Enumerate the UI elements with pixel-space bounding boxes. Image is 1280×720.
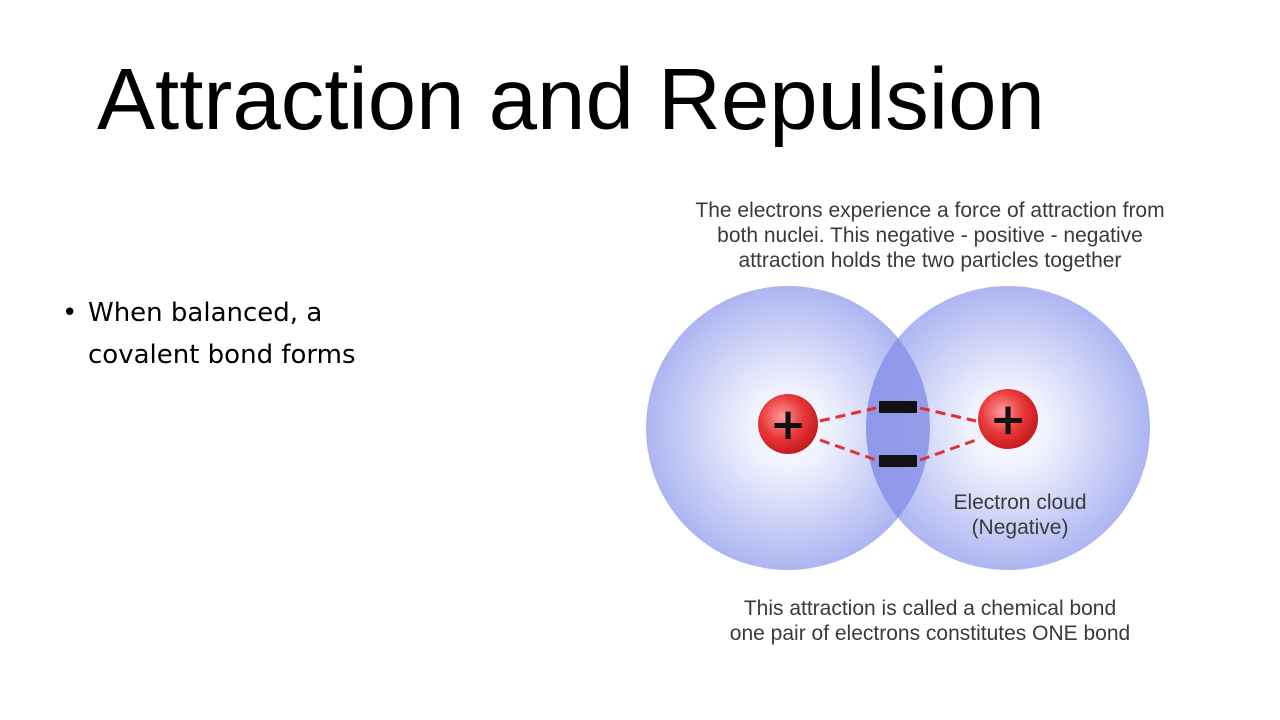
covalent-bond-diagram: + + The electrons experience a force of … (630, 190, 1230, 660)
attraction-line (919, 406, 977, 423)
bullet-list: • When balanced, a covalent bond forms (62, 292, 422, 376)
caption-top-line: The electrons experience a force of attr… (695, 199, 1165, 222)
caption-top-line: attraction holds the two particles toget… (738, 249, 1122, 272)
bond-illustration: + + (646, 286, 1150, 570)
cloud-label-line: (Negative) (971, 516, 1069, 539)
attraction-lines (819, 406, 977, 462)
attraction-line (819, 406, 877, 423)
cloud-label-line: Electron cloud (953, 491, 1087, 514)
caption-bottom: This attraction is called a chemical bon… (630, 596, 1230, 646)
caption-top: The electrons experience a force of attr… (630, 198, 1230, 273)
caption-top-line: both nuclei. This negative - positive - … (717, 224, 1143, 247)
positive-charge-right: + (990, 394, 1027, 445)
bullet-text: When balanced, a covalent bond forms (88, 298, 356, 370)
nucleus-left (758, 394, 818, 454)
caption-bottom-line: This attraction is called a chemical bon… (743, 597, 1117, 620)
slide-title: Attraction and Repulsion (97, 51, 1045, 148)
positive-charge-left: + (770, 399, 807, 450)
caption-bottom-line: one pair of electrons constitutes ONE bo… (729, 622, 1131, 645)
nucleus-right (978, 389, 1038, 449)
electron-cloud-label: Electron cloud (Negative) (930, 490, 1110, 540)
attraction-line (819, 438, 877, 462)
bullet-dot: • (62, 298, 78, 328)
attraction-line (919, 438, 977, 462)
bullet-item: • When balanced, a covalent bond forms (62, 292, 422, 376)
shared-electron-top (879, 401, 917, 413)
shared-electron-bottom (879, 455, 917, 467)
